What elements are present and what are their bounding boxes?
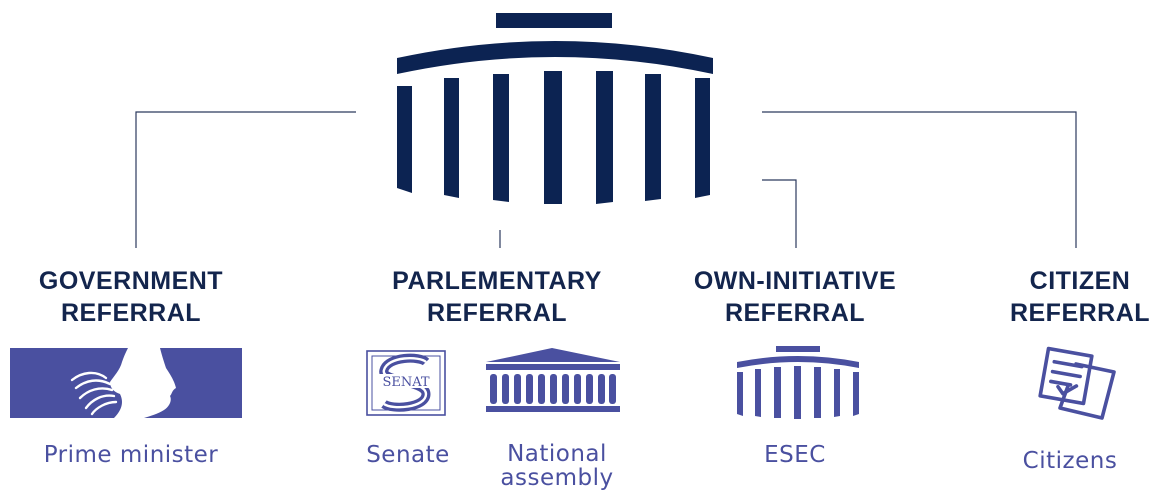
heading-parliamentary-referral: PARLEMENTARY REFERRAL [356, 265, 638, 329]
label-national-assembly-line-2: assembly [500, 465, 614, 491]
connector-citizen [762, 111, 1077, 248]
marianne-logo-icon [10, 348, 242, 418]
heading-line-1: PARLEMENTARY [392, 267, 602, 295]
connector-government [135, 111, 356, 248]
heading-line-1: OWN-INITIATIVE [693, 267, 897, 295]
connector-own-initiative [762, 179, 797, 248]
label-national-assembly: National assembly [472, 442, 642, 490]
esec-building-icon [737, 346, 859, 419]
council-building-icon [397, 13, 713, 204]
heading-line-2: REFERRAL [1009, 299, 1151, 327]
heading-own-initiative-referral: OWN-INITIATIVE REFERRAL [660, 265, 930, 329]
label-senate: Senate [366, 442, 450, 468]
senat-seal-icon: SENAT [366, 350, 446, 416]
heading-government-referral: GOVERNMENT REFERRAL [0, 265, 262, 329]
heading-line-2: REFERRAL [724, 299, 866, 327]
senat-seal-text: SENAT [382, 375, 429, 390]
petition-documents-icon [1038, 346, 1116, 420]
heading-citizen-referral: CITIZEN REFERRAL [990, 265, 1170, 329]
national-assembly-building-icon [486, 348, 620, 412]
label-esec: ESEC [764, 442, 826, 468]
label-national-assembly-line-1: National [507, 441, 607, 467]
heading-line-1: GOVERNMENT [38, 267, 224, 295]
heading-line-2: REFERRAL [60, 299, 202, 327]
heading-line-1: CITIZEN [1029, 267, 1131, 295]
label-citizens: Citizens [1022, 448, 1118, 474]
heading-line-2: REFERRAL [426, 299, 568, 327]
label-prime-minister: Prime minister [43, 442, 219, 468]
